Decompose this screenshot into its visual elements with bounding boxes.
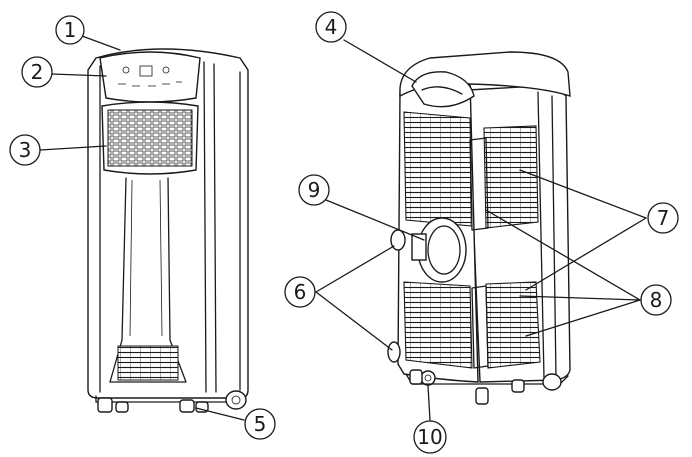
callout-1: 1 <box>55 15 85 45</box>
control-button-1 <box>122 66 130 74</box>
callout-7-label: 7 <box>657 206 670 230</box>
control-display <box>139 65 153 77</box>
rear-castors <box>409 369 562 405</box>
front-castors <box>97 390 247 413</box>
callout-8-label: 8 <box>650 288 663 312</box>
callout-2: 2 <box>21 56 53 88</box>
carry-handle-grip <box>421 86 463 95</box>
callout-9: 9 <box>298 174 330 206</box>
front-center-recess <box>109 177 187 383</box>
rear-base <box>405 373 569 385</box>
control-panel <box>99 51 201 103</box>
side-lower-grille <box>485 281 541 369</box>
callout-10: 10 <box>413 420 447 454</box>
callout-10-label: 10 <box>417 425 442 449</box>
callout-5-label: 5 <box>254 412 267 436</box>
callout-2-label: 2 <box>31 60 44 84</box>
cable-hook-lower <box>387 341 401 363</box>
rear-lower-grille <box>403 281 473 369</box>
callout-5: 5 <box>244 408 276 440</box>
control-button-2 <box>162 66 170 74</box>
callout-8: 8 <box>640 284 672 316</box>
leader-lines <box>39 35 647 421</box>
exhaust-collar <box>411 233 427 261</box>
callout-1-label: 1 <box>64 18 77 42</box>
carry-handle <box>411 71 475 108</box>
callout-6-label: 6 <box>294 280 307 304</box>
control-buttons-row <box>118 81 182 87</box>
filter-frame-upper <box>469 137 489 231</box>
front-side-panel <box>203 61 241 393</box>
filter-frame-lower <box>471 285 489 369</box>
callout-4: 4 <box>315 11 347 43</box>
side-upper-grille <box>483 125 539 229</box>
callout-6: 6 <box>284 276 316 308</box>
callout-9-label: 9 <box>308 178 321 202</box>
callout-7: 7 <box>647 202 679 234</box>
callout-4-label: 4 <box>325 15 338 39</box>
front-lower-vent <box>117 345 179 381</box>
front-unit <box>87 48 249 413</box>
rear-unit <box>387 51 571 405</box>
callout-3-label: 3 <box>19 138 32 162</box>
front-center-slot <box>129 179 163 337</box>
drain-outlet <box>420 370 436 386</box>
callout-3: 3 <box>9 134 41 166</box>
rear-upper-grille <box>403 111 473 227</box>
air-outlet-grille <box>107 109 193 167</box>
exhaust-port-inner <box>427 225 461 275</box>
